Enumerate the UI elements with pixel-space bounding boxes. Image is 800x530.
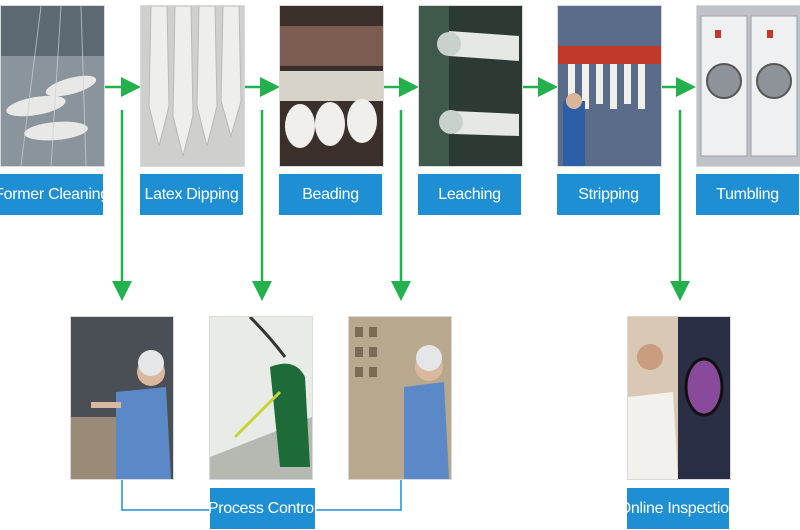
latex-dipping-label: Latex Dipping [140, 174, 243, 215]
online-inspection-photo [627, 316, 731, 480]
process-control-label: Process Control [208, 488, 317, 529]
former-cleaning-label: Former Cleaning [0, 174, 109, 215]
tumbling-photo [696, 5, 800, 167]
former-cleaning-photo [0, 5, 105, 167]
process-control-photo-3 [348, 316, 452, 480]
process-control-photo-2 [209, 316, 313, 480]
stripping-photo [557, 5, 662, 167]
beading-photo [279, 5, 384, 167]
leaching-label: Leaching [418, 174, 521, 215]
leaching-photo [418, 5, 523, 167]
tumbling-label: Tumbling [696, 174, 799, 215]
process-control-photo-1 [70, 316, 174, 480]
bracket-left [121, 480, 210, 511]
online-inspection-label: Online Inspection [619, 488, 738, 529]
bracket-right [315, 480, 402, 511]
beading-label: Beading [279, 174, 382, 215]
latex-dipping-photo [140, 5, 245, 167]
stripping-label: Stripping [557, 174, 660, 215]
